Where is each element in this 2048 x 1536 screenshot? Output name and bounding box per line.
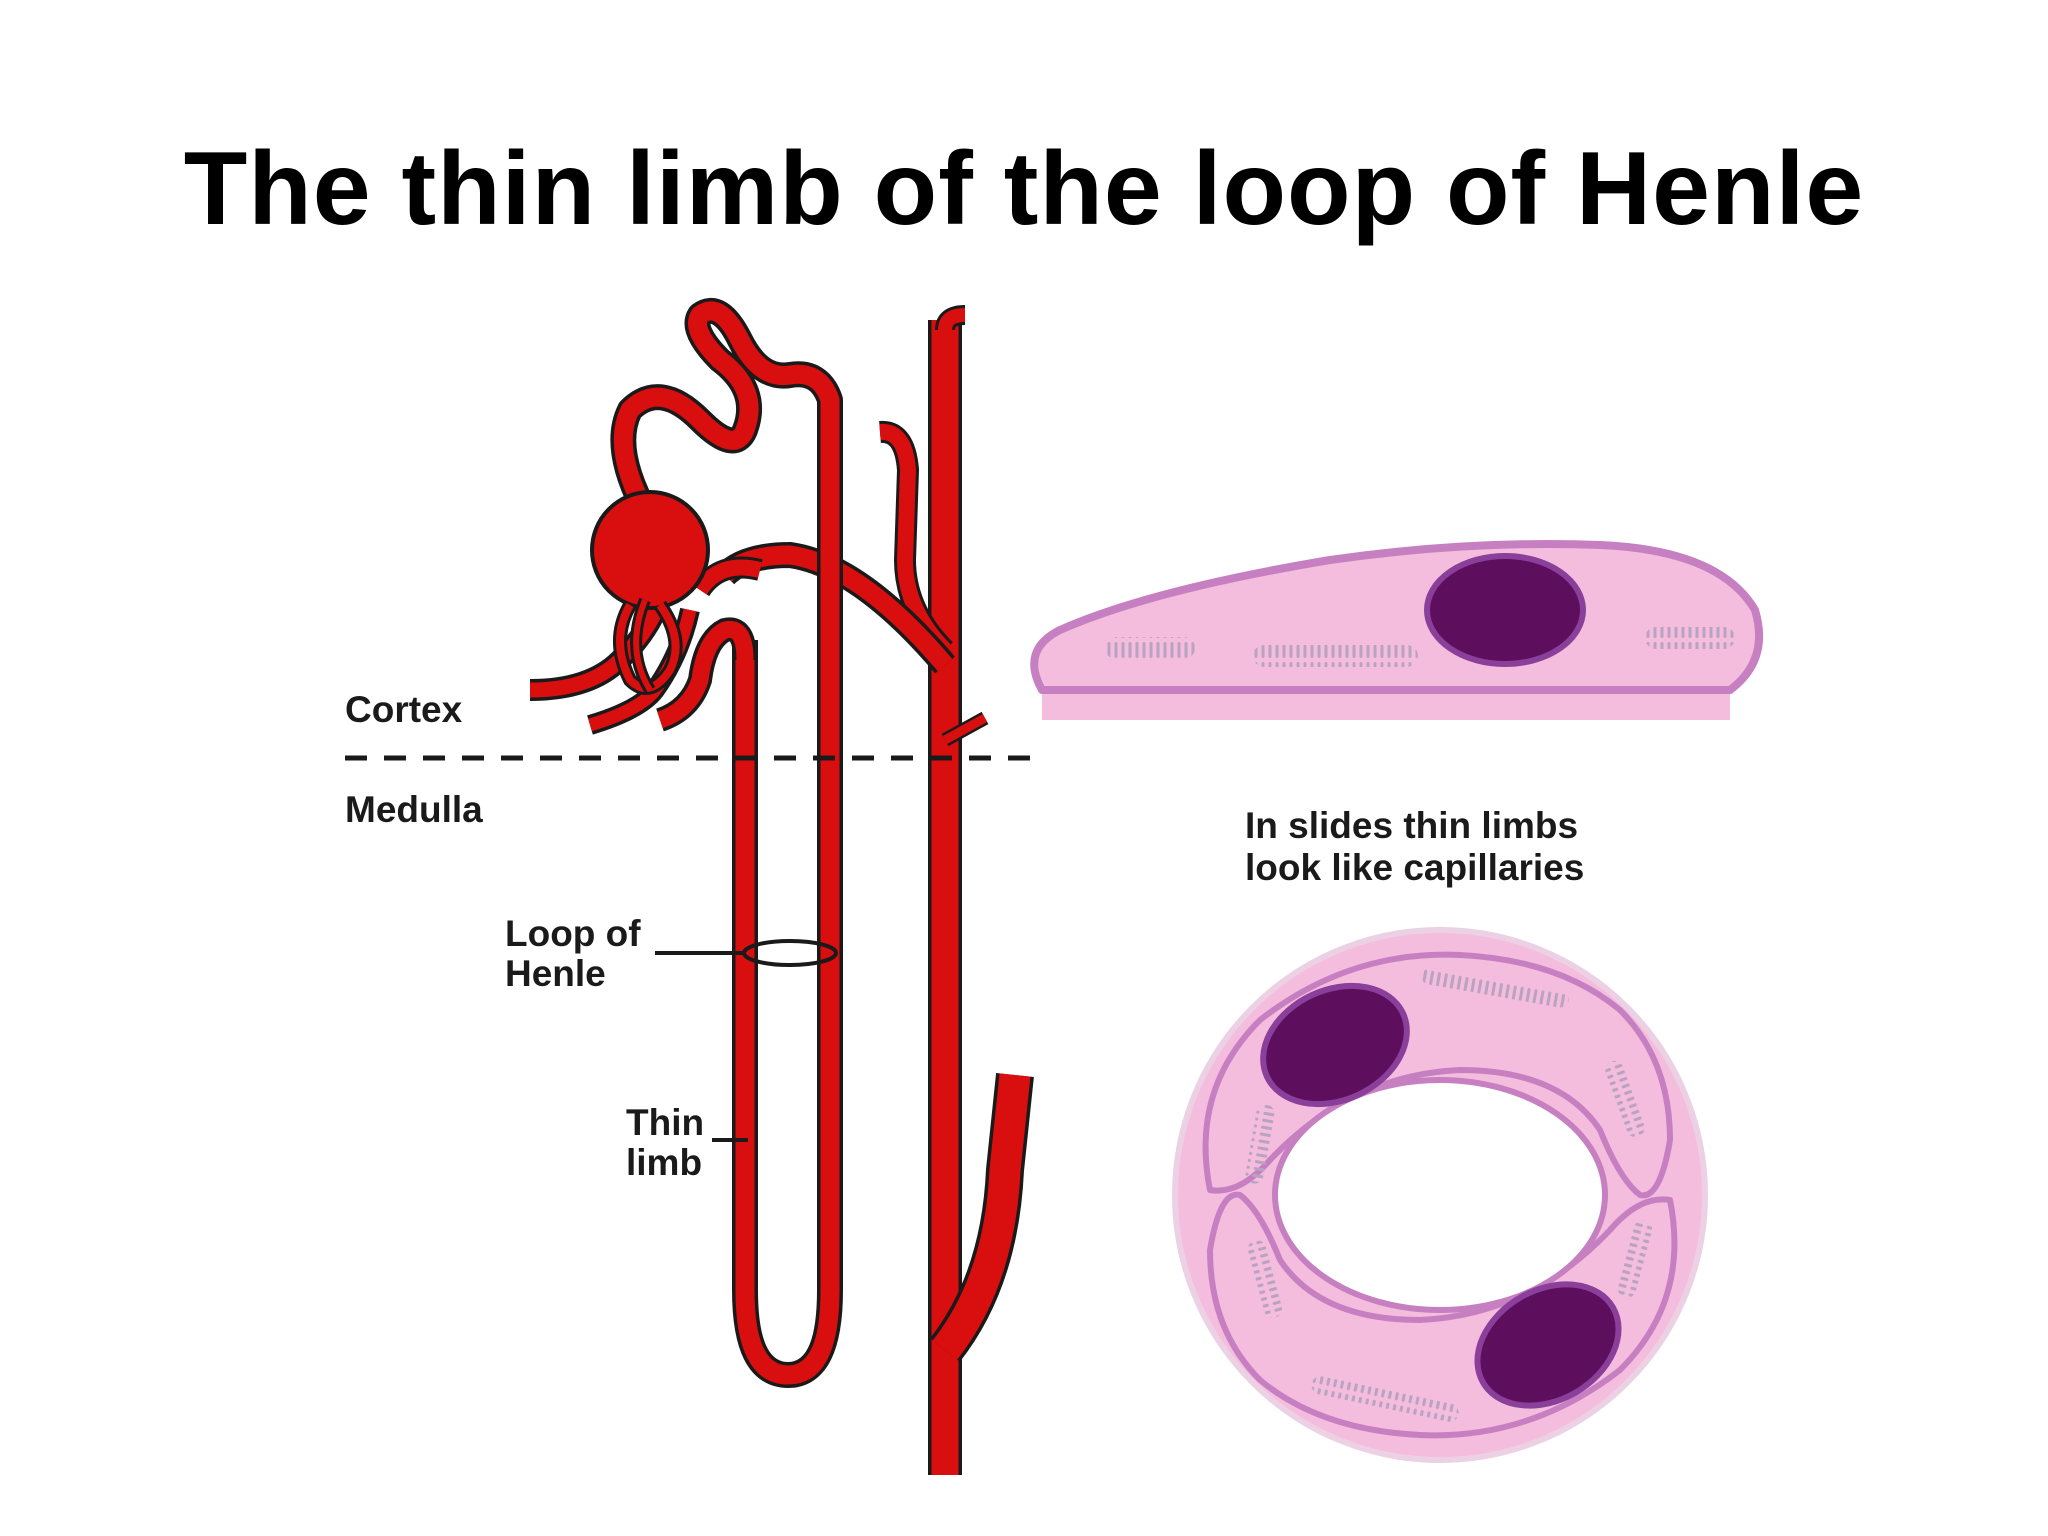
nucleus — [1260, 982, 1410, 1108]
collecting-duct — [879, 305, 1034, 1475]
caption-line2: look like capillaries — [1245, 847, 1584, 888]
lumen — [1272, 1077, 1608, 1313]
nucleus — [1474, 1281, 1622, 1409]
thin-limb-cross-section — [1172, 927, 1708, 1463]
mitochondria — [1105, 637, 1195, 659]
loop-of-henle-label-line2: Henle — [505, 953, 606, 994]
medulla-label: Medulla — [345, 789, 483, 830]
mitochondria — [1421, 966, 1569, 1008]
loop-of-henle-label-line1: Loop of — [505, 913, 641, 954]
nephron — [345, 298, 1034, 1475]
caption-line1: In slides thin limbs — [1245, 805, 1578, 846]
mitochondria — [1253, 645, 1418, 667]
loop-of-henle — [655, 617, 843, 1389]
squamous-cell — [1030, 540, 1764, 720]
thin-limb-label-line2: limb — [626, 1142, 702, 1183]
mitochondria — [1617, 1220, 1653, 1298]
mitochondria — [1605, 1060, 1645, 1138]
mitochondria — [1645, 627, 1735, 649]
thin-limb-label-line1: Thin — [626, 1102, 704, 1143]
mitochondria — [1311, 1376, 1459, 1422]
proximal-convoluted-tubule — [610, 298, 843, 1200]
mitochondria — [1247, 1240, 1283, 1318]
nucleus — [1424, 553, 1586, 667]
glomerulus — [590, 490, 710, 695]
page-title: The thin limb of the loop of Henle — [183, 131, 1865, 247]
cortex-label: Cortex — [345, 689, 463, 730]
mitochondria — [1245, 1104, 1275, 1184]
distal-tubule — [690, 541, 955, 674]
